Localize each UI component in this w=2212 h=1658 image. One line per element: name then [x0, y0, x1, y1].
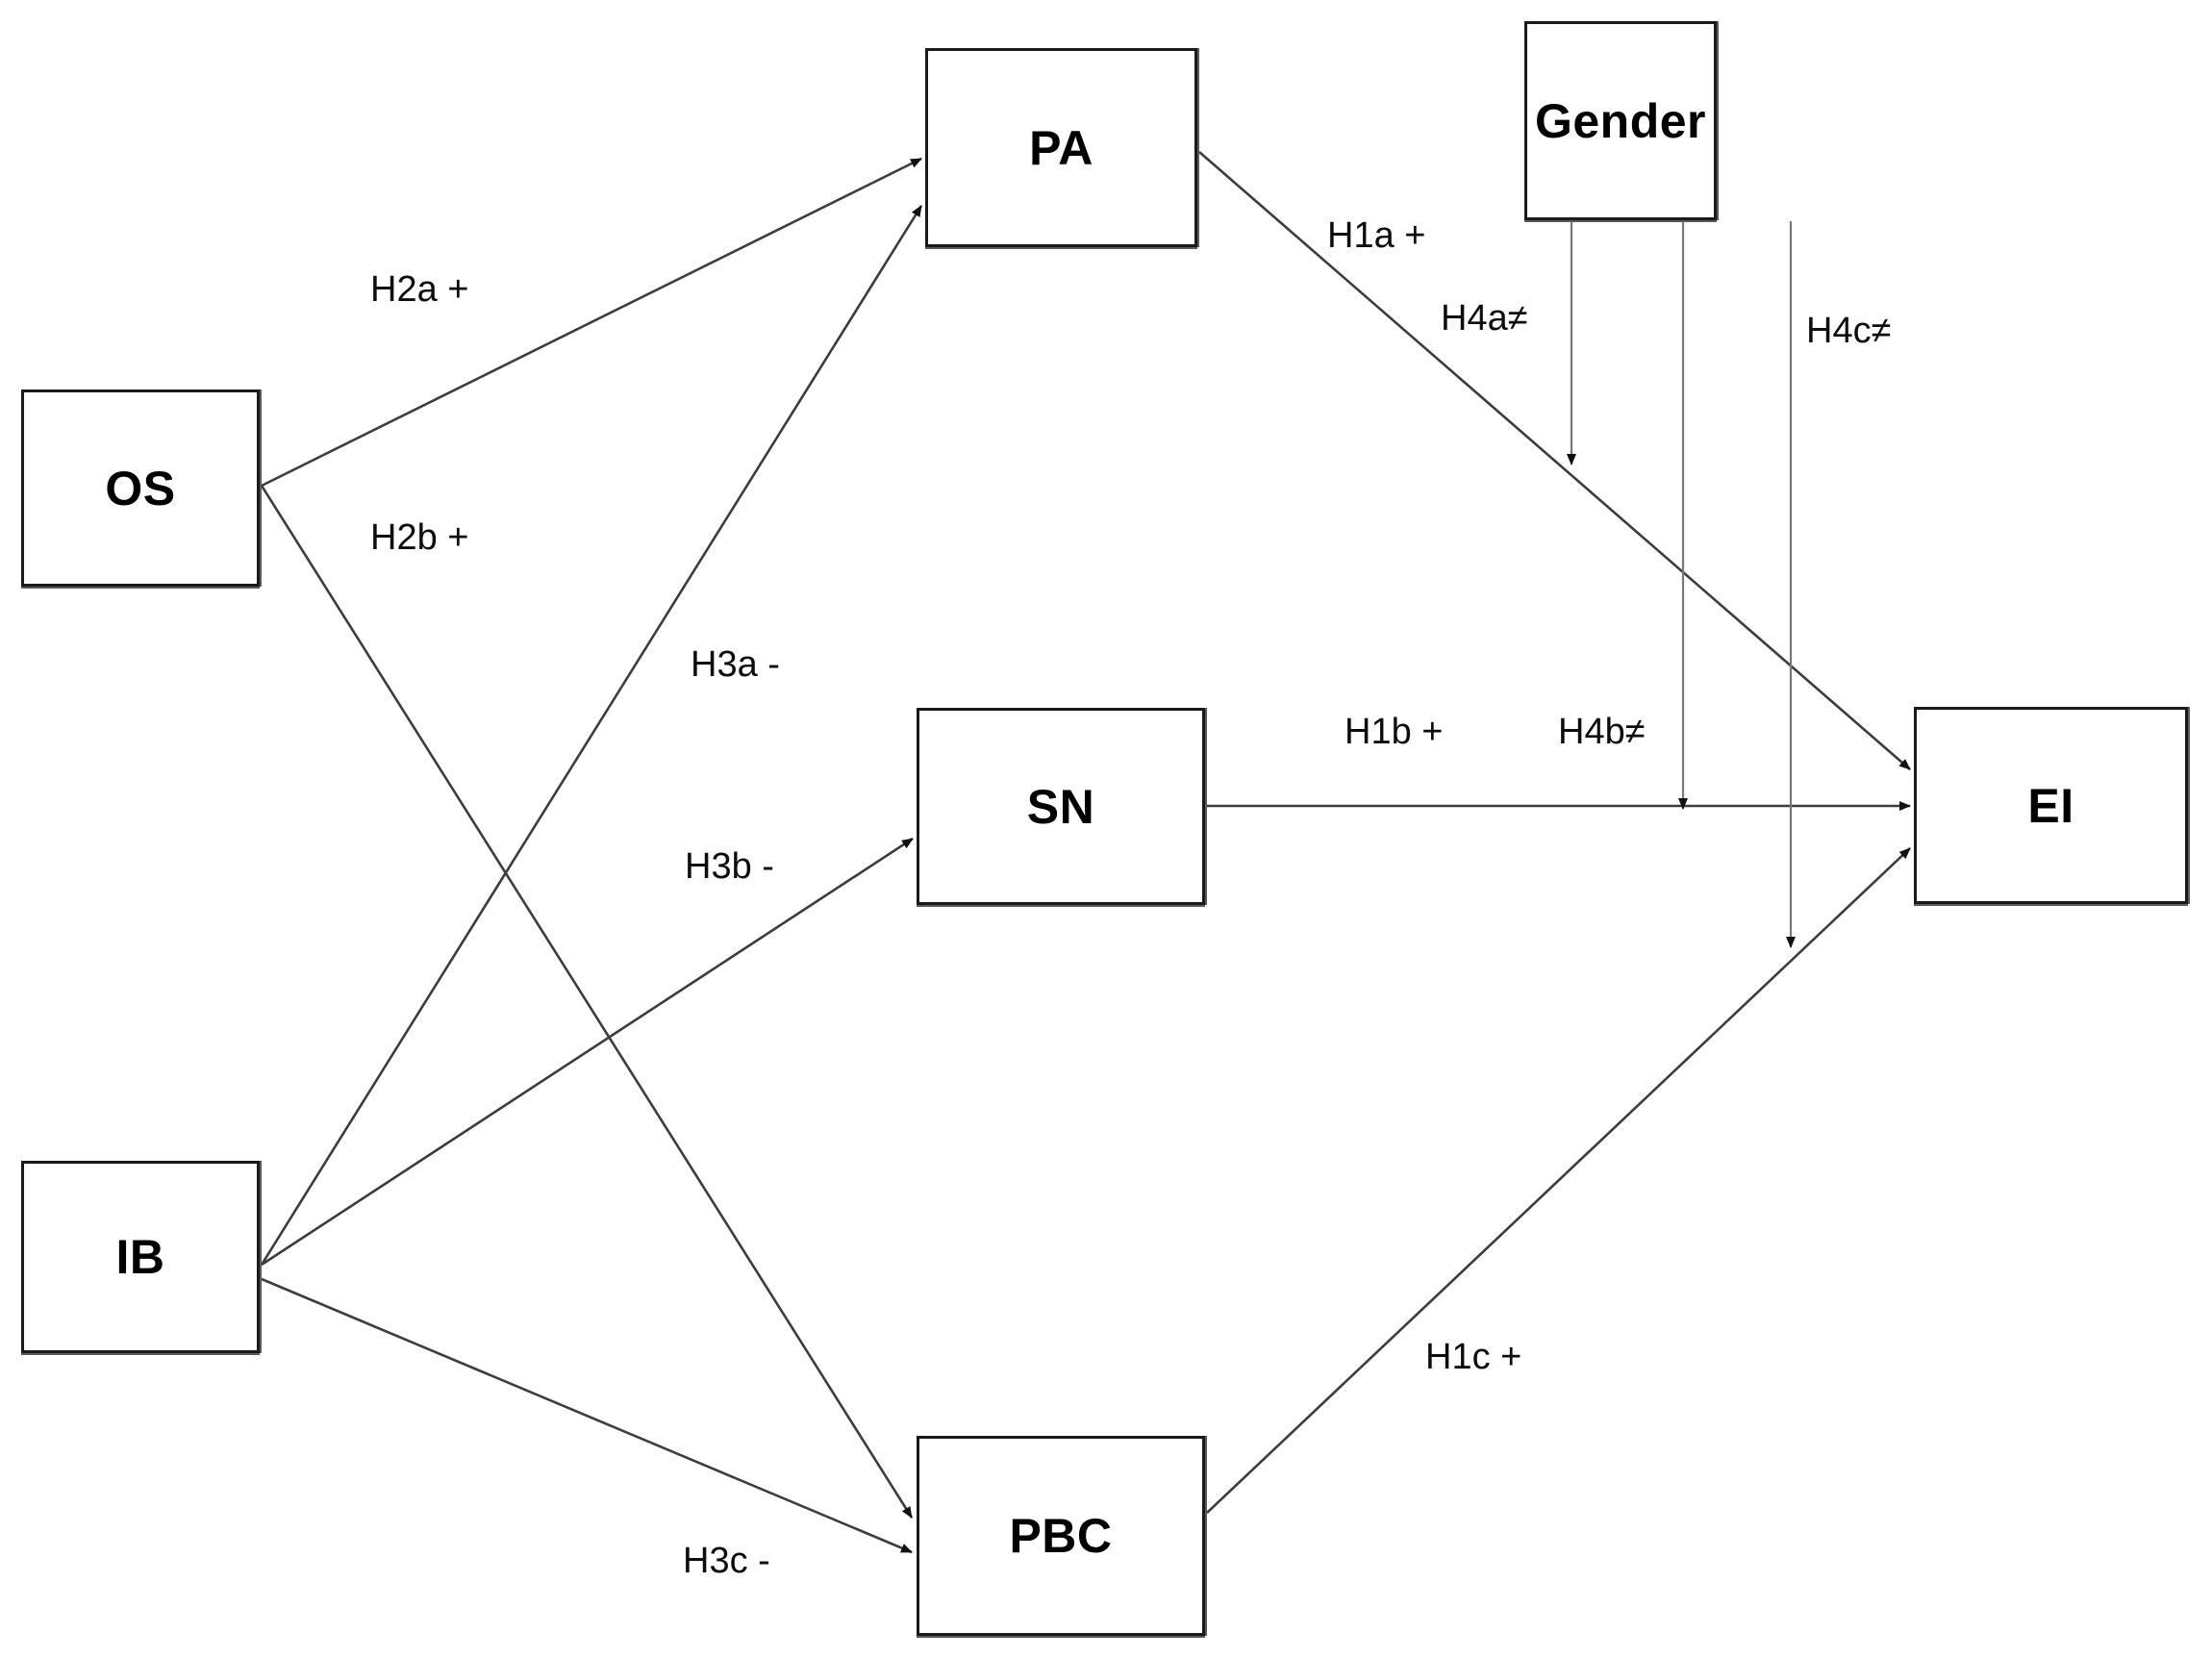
node-gender[interactable]: Gender	[1524, 21, 1717, 220]
node-label-sn: SN	[1026, 779, 1095, 834]
edge-label-h4c: H4c≠	[1806, 311, 1892, 351]
edge-label-h1a: H1a +	[1327, 215, 1426, 256]
edge-line-h2a	[261, 157, 922, 488]
node-ei[interactable]: EI	[1914, 707, 2188, 904]
edge-label-h1c: H1c +	[1425, 1337, 1522, 1377]
edge-label-h2a: H2a +	[370, 269, 469, 310]
node-label-pbc: PBC	[1009, 1509, 1113, 1563]
edge-label-h2b: H2b +	[370, 517, 469, 558]
edge-label-h4b: H4b≠	[1558, 712, 1646, 752]
edge-line-h3a	[260, 205, 923, 1266]
edge-label-h3a: H3a -	[691, 644, 780, 685]
node-label-ib: IB	[115, 1230, 165, 1284]
edge-line-h1a	[1198, 151, 1911, 770]
edge-line-h2b	[260, 485, 914, 1519]
edge-label-h3c: H3c -	[683, 1541, 770, 1581]
node-label-gender: Gender	[1534, 93, 1707, 148]
node-pa[interactable]: PA	[925, 48, 1197, 247]
node-ib[interactable]: IB	[21, 1161, 260, 1353]
edge-label-h3b: H3b -	[685, 846, 774, 887]
edge-line-h3c	[261, 1277, 913, 1554]
edge-line-h3b	[261, 837, 914, 1267]
edge-label-h4a: H4a≠	[1441, 298, 1528, 339]
node-sn[interactable]: SN	[917, 708, 1205, 905]
edge-label-h1b: H1b +	[1345, 712, 1444, 752]
node-label-pa: PA	[1029, 120, 1093, 175]
node-os[interactable]: OS	[21, 389, 260, 587]
node-pbc[interactable]: PBC	[917, 1436, 1205, 1636]
node-label-os: OS	[105, 461, 176, 515]
node-label-ei: EI	[2027, 778, 2074, 833]
edge-line-h1c	[1206, 847, 1911, 1514]
